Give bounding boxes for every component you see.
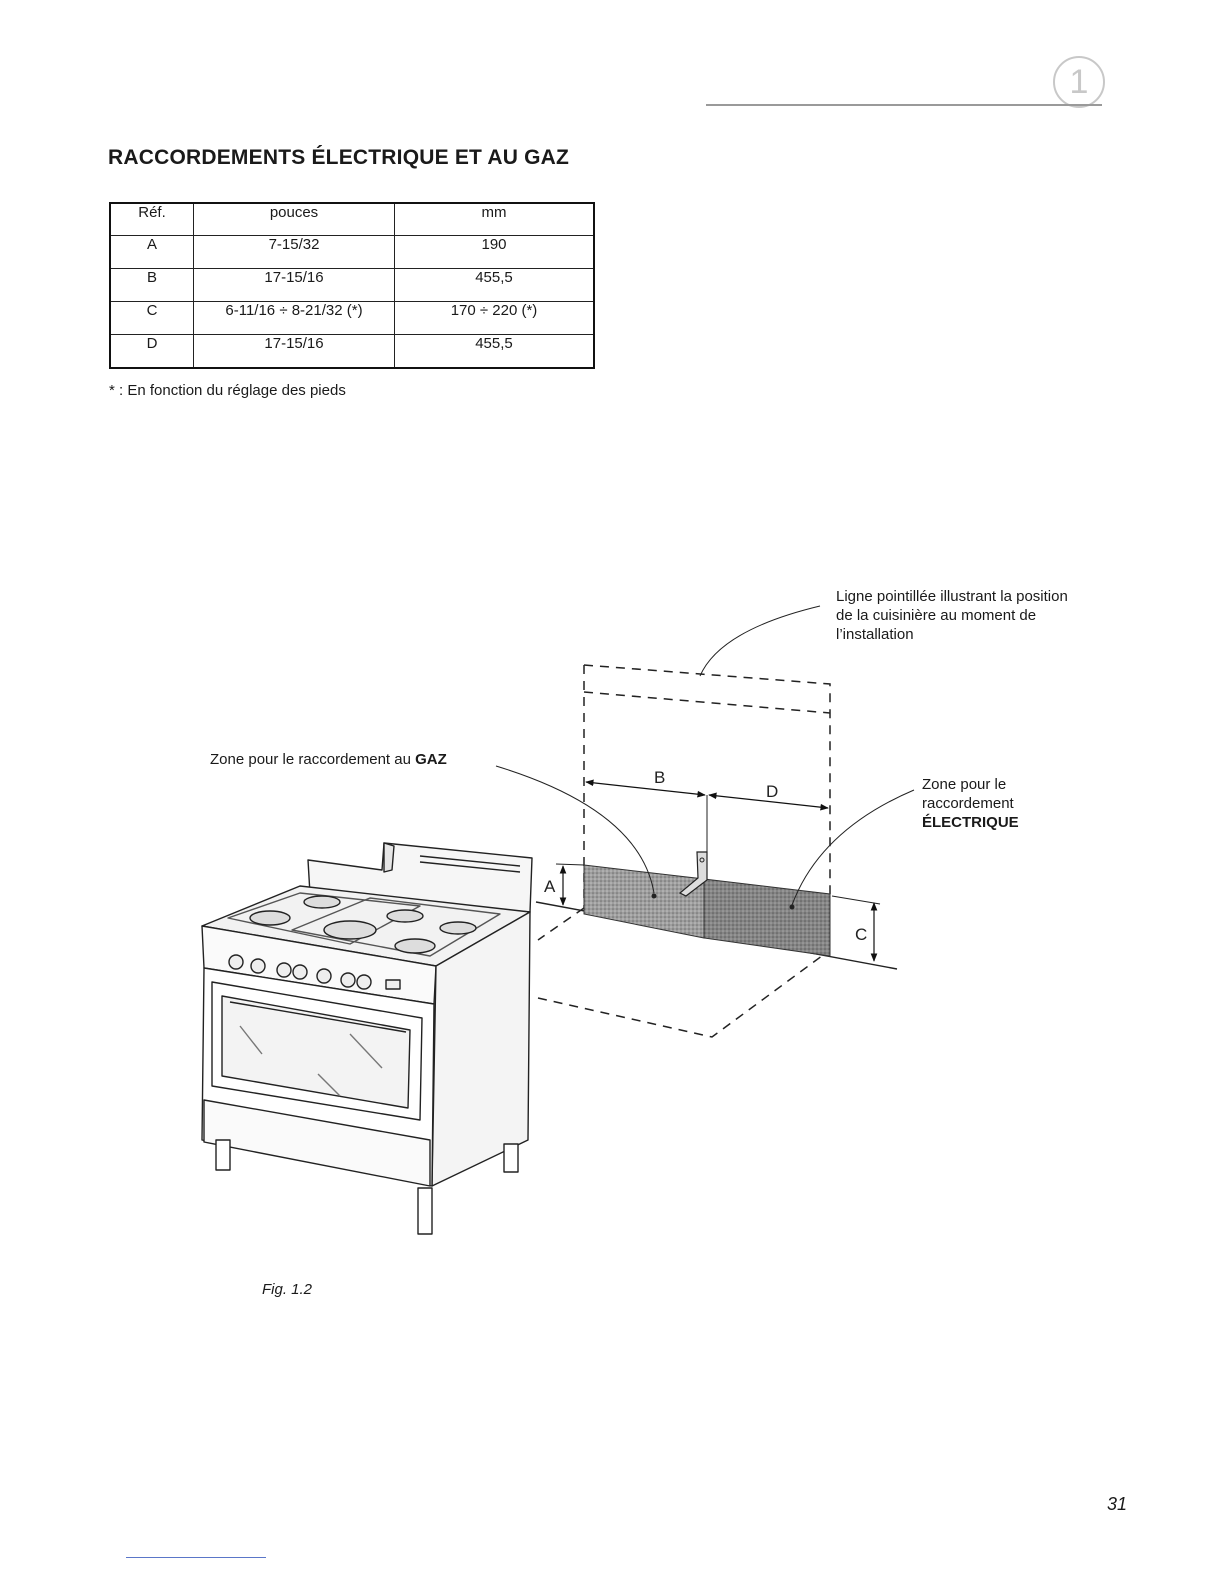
electric-zone-label-bold: ÉLECTRIQUE — [922, 814, 1019, 831]
leader-lines — [495, 605, 915, 906]
header-rule — [706, 104, 1102, 106]
table-row: A 7-15/32 190 — [109, 235, 595, 269]
table-cell: 17-15/16 — [193, 268, 395, 302]
table-header-cell: Réf. — [109, 202, 194, 236]
table-header-row: Réf. pouces mm — [109, 202, 595, 236]
page-title: RACCORDEMENTS ÉLECTRIQUE ET AU GAZ — [108, 146, 570, 169]
gas-zone-label-text: Zone pour le raccordement au — [210, 751, 416, 768]
dimension-c-letter: C — [855, 925, 867, 944]
figure-caption: Fig. 1.2 — [262, 1281, 313, 1298]
gas-zone-label: Zone pour le raccordement au GAZ — [210, 750, 447, 769]
table-cell: D — [109, 334, 194, 369]
table-header-cell: mm — [394, 202, 595, 236]
table-cell: 455,5 — [394, 268, 595, 302]
gas-connection-point — [651, 893, 657, 899]
dimensions-table: Réf. pouces mm A 7-15/32 190 B 17-15/16 … — [109, 202, 595, 369]
page-number: 31 — [1107, 1494, 1128, 1514]
table-cell: 17-15/16 — [193, 334, 395, 369]
range-cooker-illustration — [201, 842, 533, 1235]
chapter-badge: 1 — [1053, 56, 1105, 108]
electric-connection-zone — [703, 878, 831, 957]
dimension-b-line — [585, 779, 706, 798]
table-footnote: * : En fonction du réglage des pieds — [109, 382, 346, 399]
table-cell: 6-11/16 ÷ 8-21/32 (*) — [193, 301, 395, 335]
table-cell: B — [109, 268, 194, 302]
gas-zone-label-bold: GAZ — [415, 751, 447, 768]
table-row: C 6-11/16 ÷ 8-21/32 (*) 170 ÷ 220 (*) — [109, 301, 595, 335]
dimension-b-letter: B — [654, 768, 665, 787]
electric-zone-label-text: Zone pour le raccordement — [922, 776, 1014, 812]
table-row: D 17-15/16 455,5 — [109, 334, 595, 369]
dashed-line-label: Ligne pointillée illustrant la position … — [836, 588, 1068, 643]
table-cell: 170 ÷ 220 (*) — [394, 301, 595, 335]
dimension-d-letter: D — [766, 782, 778, 801]
table-cell: C — [109, 301, 194, 335]
footer-rule — [126, 1557, 266, 1558]
dimension-a-letter: A — [544, 877, 556, 896]
table-row: B 17-15/16 455,5 — [109, 268, 595, 302]
table-cell: 190 — [394, 235, 595, 269]
table-header-cell: pouces — [193, 202, 395, 236]
gas-connection-zone — [583, 864, 705, 939]
table-cell: A — [109, 235, 194, 269]
bracket-hole — [699, 857, 705, 863]
dimension-a-tick — [555, 863, 585, 866]
table-cell: 7-15/32 — [193, 235, 395, 269]
dimension-d-line — [708, 792, 829, 811]
installation-outline — [537, 664, 831, 1038]
dimension-c-tick — [831, 895, 881, 905]
table-cell: 455,5 — [394, 334, 595, 369]
electric-connection-point — [789, 904, 795, 910]
